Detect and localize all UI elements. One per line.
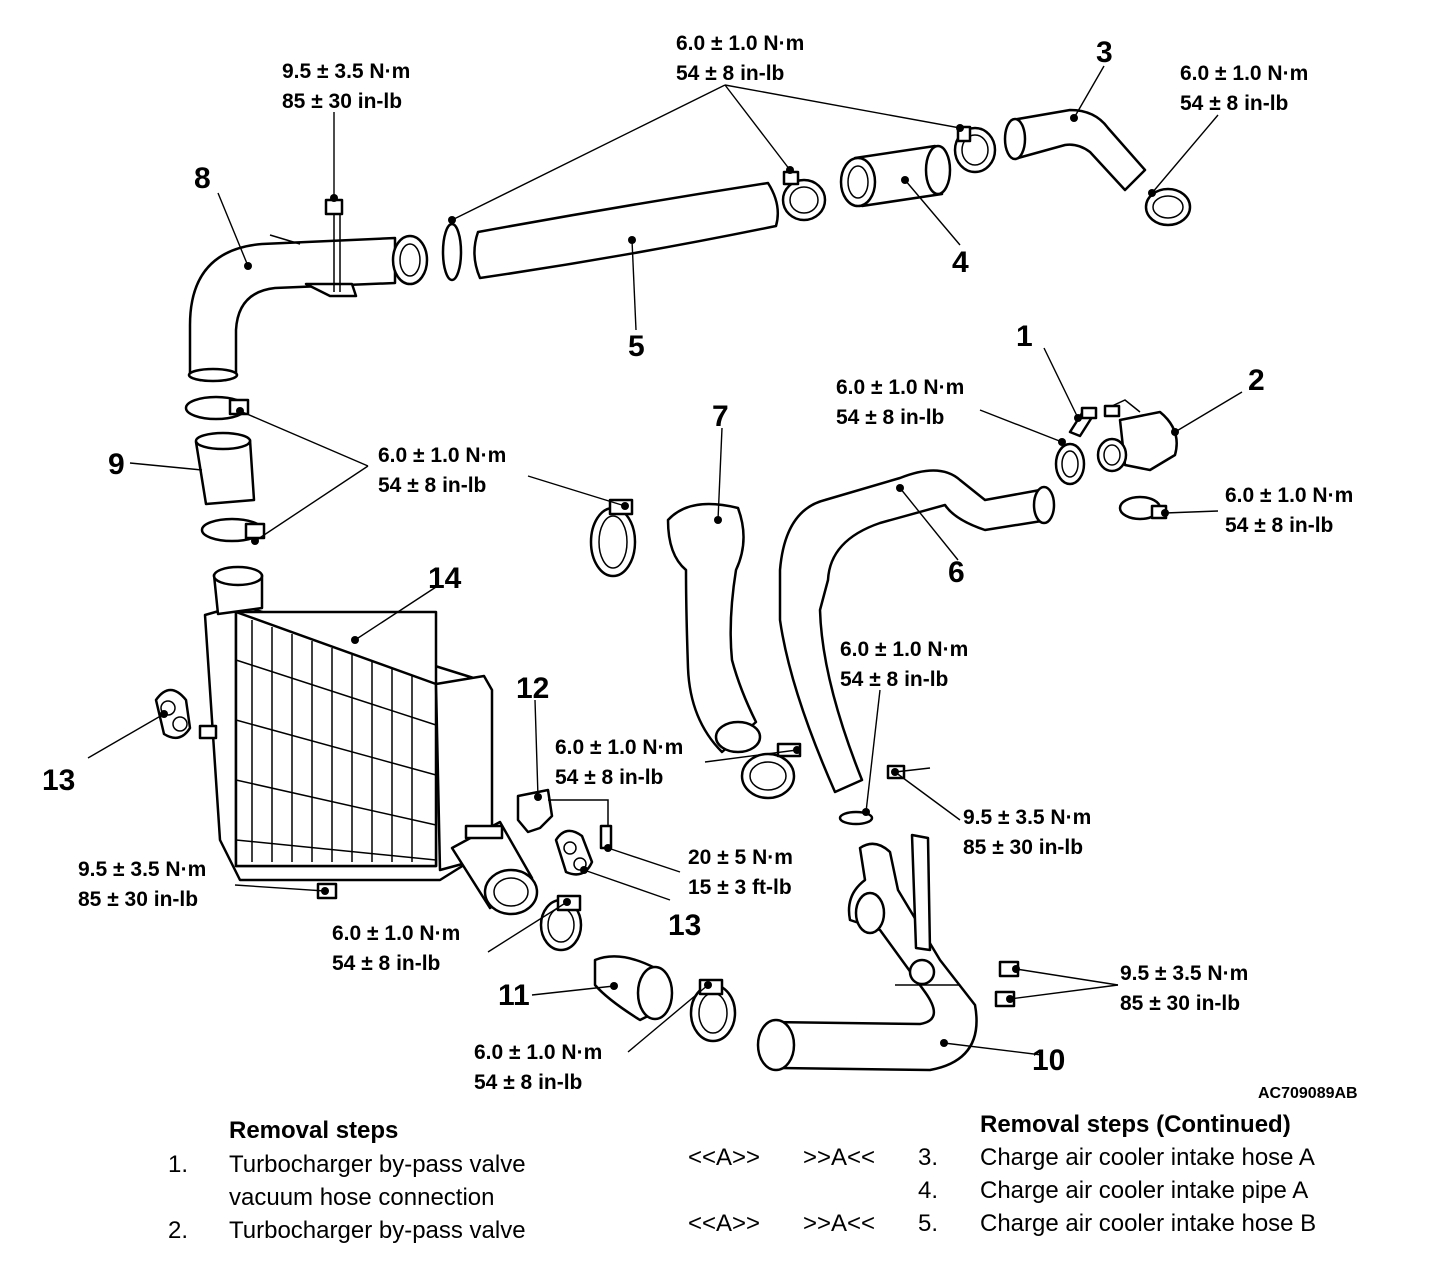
part-5-hose: [441, 181, 779, 282]
torque-spec-2-inlb: 54 ± 8 in-lb: [1225, 514, 1333, 537]
label-part-7: 7: [712, 400, 729, 433]
step-text: Charge air cooler intake hose A: [980, 1144, 1315, 1171]
torque-spec-10-upper-inlb: 85 ± 30 in-lb: [963, 836, 1083, 859]
part-10-pipe: [756, 833, 978, 1072]
part-number-labels: 1 2 3 4 5 6 7 8 9 10 11 12 13 13 14: [42, 36, 1265, 1077]
torque-spec-11-lower-inlb: 54 ± 8 in-lb: [474, 1071, 582, 1094]
torque-spec-1-inlb: 54 ± 8 in-lb: [836, 406, 944, 429]
leader-dots: [160, 114, 1179, 1047]
torque-spec-6-inlb: 54 ± 8 in-lb: [840, 668, 948, 691]
part-4-pipe: [839, 144, 952, 208]
torque-spec-bolt-8-nm: 9.5 ± 3.5 N·m: [282, 60, 410, 83]
torque-spec-6-nm: 6.0 ± 1.0 N·m: [840, 638, 968, 661]
part-13-mount-left: [154, 688, 218, 740]
label-part-2: 2: [1248, 364, 1265, 397]
part-8-pipe: [187, 234, 429, 383]
label-part-13-left: 13: [42, 764, 75, 797]
label-part-8: 8: [194, 162, 211, 195]
removal-steps-right: Removal steps (Continued) <<A>> >>A<< 3.…: [660, 1106, 1440, 1256]
part-2-bypass-valve: [1096, 410, 1178, 521]
step-text: Turbocharger by-pass valve: [229, 1217, 526, 1244]
torque-spec-7-nm: 6.0 ± 1.0 N·m: [555, 736, 683, 759]
torque-spec-9-nm: 6.0 ± 1.0 N·m: [378, 444, 506, 467]
label-part-14: 14: [428, 562, 462, 595]
removal-steps-left: Removal steps 1. Turbocharger by-pass va…: [0, 1110, 720, 1260]
clamp-pair-top: [781, 125, 997, 222]
step-number: 2.: [168, 1217, 189, 1244]
removal-steps-continued-header: Removal steps (Continued): [980, 1111, 1291, 1138]
torque-spec-10-lower-nm: 9.5 ± 3.5 N·m: [1120, 962, 1248, 985]
label-part-12: 12: [516, 672, 549, 705]
torque-spec-11-upper-inlb: 54 ± 8 in-lb: [332, 952, 440, 975]
torque-spec-13-nm: 20 ± 5 N·m: [688, 846, 793, 869]
exploded-parts-diagram: 1 2 3 4 5 6 7 8 9 10 11 12 13 13 14 9.5 …: [42, 32, 1358, 1100]
torque-spec-11-upper-nm: 6.0 ± 1.0 N·m: [332, 922, 460, 945]
removal-steps-header: Removal steps: [229, 1117, 399, 1144]
part-6-hose: [778, 442, 1086, 794]
torque-spec-9-inlb: 54 ± 8 in-lb: [378, 474, 486, 497]
step-mark-removal: >>A<<: [803, 1210, 876, 1237]
label-part-4: 4: [952, 246, 969, 279]
torque-spec-13-ftlb: 15 ± 3 ft-lb: [688, 876, 792, 899]
torque-spec-3-nm: 6.0 ± 1.0 N·m: [1180, 62, 1308, 85]
step-number: 3.: [918, 1144, 939, 1171]
label-part-1: 1: [1016, 320, 1033, 353]
torque-spec-14-inlb: 85 ± 30 in-lb: [78, 888, 198, 911]
part-8-bolt: [324, 198, 344, 292]
step-number: 1.: [168, 1151, 189, 1178]
part-14-intercooler: [203, 565, 539, 916]
label-part-3: 3: [1096, 36, 1113, 69]
step-number: 5.: [918, 1210, 939, 1237]
label-part-9: 9: [108, 448, 125, 481]
step-number: 4.: [918, 1177, 939, 1204]
step-text: Turbocharger by-pass valve: [229, 1151, 526, 1178]
label-part-5: 5: [628, 330, 645, 363]
torque-spec-2-nm: 6.0 ± 1.0 N·m: [1225, 484, 1353, 507]
torque-spec-7-inlb: 54 ± 8 in-lb: [555, 766, 663, 789]
step-mark-install: <<A>>: [688, 1144, 761, 1171]
leader-lines: [87, 65, 1243, 1056]
label-part-6: 6: [948, 556, 965, 589]
torque-spec-11-lower-nm: 6.0 ± 1.0 N·m: [474, 1041, 602, 1064]
torque-spec-10-upper-nm: 9.5 ± 3.5 N·m: [963, 806, 1091, 829]
label-part-13-right: 13: [668, 909, 701, 942]
torque-spec-14-nm: 9.5 ± 3.5 N·m: [78, 858, 206, 881]
part-9-hose: [184, 395, 266, 543]
step-mark-removal: >>A<<: [803, 1144, 876, 1171]
clamp-7-top: [589, 498, 637, 578]
part-3-hose: [1003, 108, 1192, 227]
torque-labels: 9.5 ± 3.5 N·m 85 ± 30 in-lb 6.0 ± 1.0 N·…: [78, 32, 1358, 1100]
part-7-hose: [666, 502, 762, 754]
label-part-11: 11: [498, 979, 530, 1012]
step-text-continued: vacuum hose connection: [229, 1184, 495, 1211]
step-mark-install: <<A>>: [688, 1210, 761, 1237]
label-part-10: 10: [1032, 1044, 1065, 1077]
figure-reference-code: AC709089AB: [1258, 1085, 1358, 1100]
step-text: Charge air cooler intake hose B: [980, 1210, 1317, 1237]
torque-spec-3-inlb: 54 ± 8 in-lb: [1180, 92, 1288, 115]
torque-spec-1-nm: 6.0 ± 1.0 N·m: [836, 376, 964, 399]
torque-spec-bolt-8-inlb: 85 ± 30 in-lb: [282, 90, 402, 113]
step-text: Charge air cooler intake pipe A: [980, 1177, 1309, 1204]
torque-spec-top-inlb: 54 ± 8 in-lb: [676, 62, 784, 85]
torque-spec-top-nm: 6.0 ± 1.0 N·m: [676, 32, 804, 55]
part-11-hose: [539, 894, 737, 1043]
torque-spec-10-lower-inlb: 85 ± 30 in-lb: [1120, 992, 1240, 1015]
